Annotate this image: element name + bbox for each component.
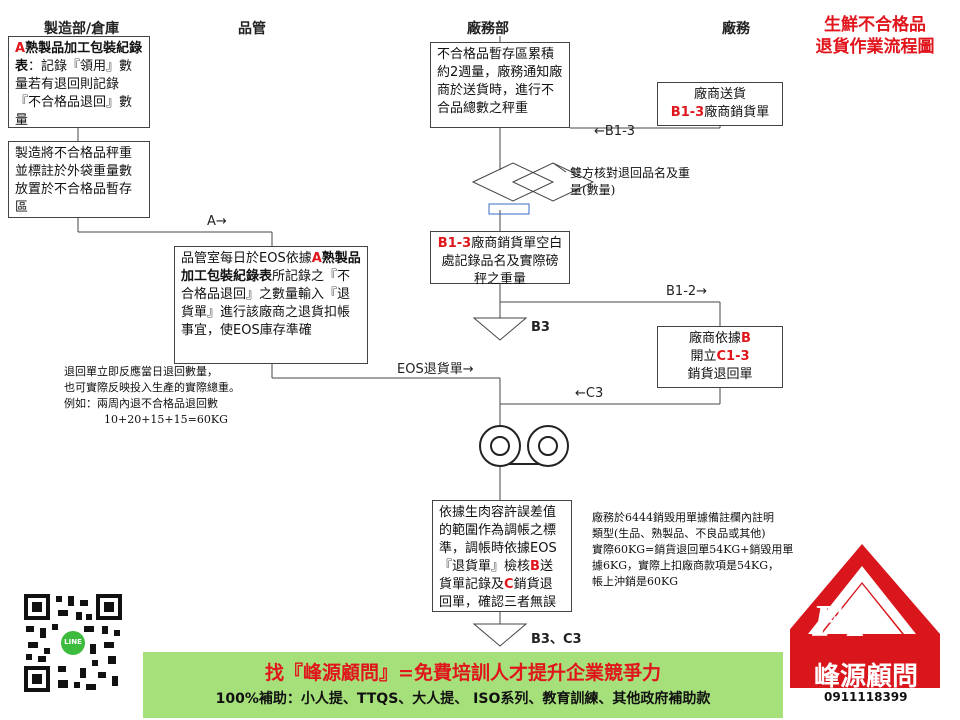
- qr-code-pattern: [22, 592, 124, 694]
- ref-c: C: [504, 577, 514, 592]
- record-instruction: ：記錄『領用』數量若有退回則記錄『不合格品退回』數量: [15, 59, 133, 128]
- reconcile-text-3: 銷貨退回單，確認三者無誤: [439, 577, 557, 610]
- ref-c1-3: C1-3: [716, 349, 750, 364]
- note-left-line: 也可實際反映投入生產的實際總重。: [64, 381, 240, 394]
- title-line-1: 生鮮不合格品: [824, 15, 926, 35]
- record-form-name: 熟製品加工包裝紀錄表: [15, 41, 143, 74]
- label-b3-c3: B3、C3: [531, 632, 582, 647]
- qr-code[interactable]: LINE: [22, 592, 124, 694]
- qc-text-2: 所記錄之『不合格品退回』之數量輸入『退貨單』進行該廠商之退貨扣帳事宜，使EOS庫…: [181, 269, 351, 338]
- vendor-line-1: 廠商送貨: [693, 87, 746, 102]
- note-left-line: 10+20+15+15=60KG: [104, 413, 228, 426]
- box-reconcile: 依據生肉容許誤差值的範圍作為調帳之標準，調帳時依據EOS『退貨單』檢核B送貨單記…: [432, 500, 572, 612]
- ref-b1-3: B1-3: [437, 236, 472, 251]
- return-line-3: 銷貨退回單: [687, 367, 753, 382]
- box-return-slip: 廠商依據B 開立C1-3 銷貨退回單: [657, 326, 783, 388]
- label-b3: B3: [531, 320, 550, 335]
- return-line-1: 廠商依據: [689, 331, 742, 346]
- label-verify: 雙方核對退回品名及重量(數量): [570, 166, 691, 197]
- label-a-arrow: A→: [207, 214, 227, 229]
- banner-headline: 找『峰源顧問』=免費培訓人才提升企業競爭力: [265, 662, 661, 684]
- ref-a: A: [15, 41, 26, 56]
- ref-a: A: [311, 251, 322, 266]
- logo-name: 峰源顧問: [813, 662, 918, 692]
- ref-b: B: [741, 331, 751, 346]
- note-right-line: 實際60KG=銷貨退回單54KG+銷毀用單: [592, 543, 794, 556]
- note-right: 廠務於6444銷毀用單據備註欄內註明 類型(生品、熟製品、不良品或其他) 實際6…: [592, 510, 828, 590]
- banner-subsidy: 100%補助：小人提、TTQS、大人提、 ISO系列、教育訓練、其他政府補助款: [215, 691, 711, 707]
- column-header-factory-dept: 廠務部: [467, 21, 509, 37]
- logo-phone: 0911118399: [824, 690, 908, 704]
- column-header-production: 製造部/倉庫: [44, 21, 120, 37]
- reconcile-text-2: 送貨單記錄及: [439, 559, 553, 592]
- box-qc-eos-entry: 品管室每日於EOS依據A熟製品加工包裝紀錄表所記錄之『不合格品退回』之數量輸入『…: [174, 246, 368, 364]
- column-header-factory-affairs: 廠務: [722, 21, 750, 37]
- logo-fy: FY: [812, 595, 871, 646]
- box-vendor-delivery: 廠商送貨 B1-3廠商銷貨單: [657, 82, 783, 126]
- note-right-line: 廠務於6444銷毀用單據備註欄內註明: [592, 511, 774, 524]
- note-left-line: 例如：兩周內退不合格品退回數: [64, 397, 218, 410]
- tape-storage-icon: [479, 425, 569, 467]
- qc-text-1: 品管室每日於EOS依據: [181, 251, 312, 266]
- line-logo-icon: LINE: [64, 638, 82, 646]
- note-right-line: 類型(生品、熟製品、不良品或其他): [592, 527, 766, 540]
- note-right-line: 帳上沖銷是60KG: [592, 575, 679, 588]
- column-header-qc: 品管: [238, 21, 266, 37]
- ref-b: B: [530, 559, 540, 574]
- note-left-line: 退回單立即反應當日退回數量，: [64, 365, 218, 378]
- box-sales-note: B1-3廠商銷貨單空白處記錄品名及實際磅秤之重量: [430, 231, 570, 287]
- label-eos-return: EOS退貨單→: [397, 362, 474, 377]
- company-logo: FY 峰源顧問 0911118399: [786, 544, 950, 714]
- qc-form-name: 熟製品加工包裝紀錄表: [181, 251, 361, 284]
- return-line-2: 開立: [690, 349, 717, 364]
- ref-b1-3: B1-3: [670, 105, 705, 120]
- title-line-2: 退貨作業流程圖: [815, 37, 935, 57]
- label-b1-2-arrow: B1-2→: [666, 284, 708, 299]
- page-title: 生鮮不合格品 退貨作業流程圖: [800, 14, 950, 58]
- reconcile-text-1: 依據生肉容許誤差值的範圍作為調帳之標準，調帳時依據EOS『退貨單』檢核: [439, 505, 557, 574]
- promo-banner: 找『峰源顧問』=免費培訓人才提升企業競爭力 100%補助：小人提、TTQS、大人…: [143, 652, 783, 718]
- note-right-line: 據6KG，實際上扣廠商款項是54KG，: [592, 559, 780, 572]
- box-production-record: A熟製品加工包裝紀錄表：記錄『領用』數量若有退回則記錄『不合格品退回』數量: [8, 36, 150, 128]
- logo-mark: [786, 544, 940, 688]
- label-b1-3-arrow: ←B1-3: [594, 124, 636, 139]
- box-temp-storage: 不合格品暫存區累積約2週量，廠務通知廠商於送貨時，進行不合品總數之秤重: [430, 42, 570, 128]
- note-left: 退回單立即反應當日退回數量， 也可實際反映投入生產的實際總重。 例如：兩周內退不…: [64, 364, 304, 428]
- vendor-line-2: 廠商銷貨單: [704, 105, 770, 120]
- sales-note-text: 廠商銷貨單空白處記錄品名及實際磅秤之重量: [441, 236, 563, 287]
- box-weigh-defective: 製造將不合格品秤重並標註於外袋重量數放置於不合格品暫存區: [8, 141, 150, 218]
- label-c3-arrow: ←C3: [575, 386, 604, 401]
